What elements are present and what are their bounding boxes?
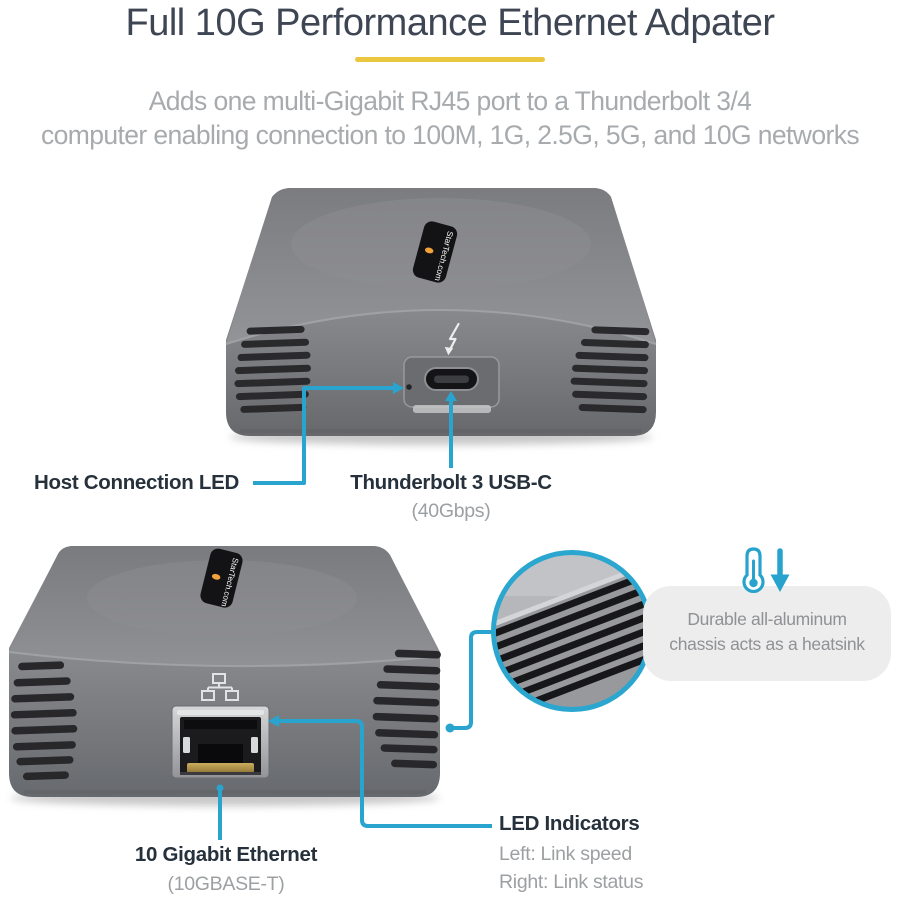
adapter-thunderbolt-view: StarTech.com xyxy=(225,188,657,445)
led-indicators-line xyxy=(277,719,492,828)
led-indicators-line1: Left: Link speed xyxy=(499,843,632,865)
adapter-ethernet-view: StarTech.com xyxy=(8,546,441,806)
right-vents xyxy=(372,649,441,769)
thunderbolt-icon xyxy=(444,322,460,356)
right-vents xyxy=(570,326,650,414)
led-indicators-arrow xyxy=(268,715,279,727)
ethernet-label: 10 Gigabit Ethernet xyxy=(134,843,318,866)
down-arrow-icon xyxy=(770,548,790,592)
thunderbolt-sublabel: (40Gbps) xyxy=(411,500,491,522)
ethernet-sublabel: (10GBASE-T) xyxy=(167,873,285,895)
left-vents xyxy=(234,325,311,413)
heatsink-text-line-1: Durable all-aluminum xyxy=(687,609,847,629)
ethernet-line-dot xyxy=(216,784,224,792)
ethernet-port xyxy=(171,705,270,779)
heatsink-text-line-2: chassis acts as a heatsink xyxy=(669,633,865,654)
ethernet-label-group: 10 Gigabit Ethernet (10GBASE-T) xyxy=(105,843,347,896)
thunderbolt-arrow xyxy=(445,391,457,401)
ethernet-icon xyxy=(201,673,239,701)
led-indicators-group: LED Indicators Left: Link speed Right: L… xyxy=(499,812,643,894)
bottom-edge-shade xyxy=(240,429,642,433)
chassis-seam-highlight xyxy=(8,651,441,668)
left-vents xyxy=(10,661,78,781)
host-connection-led xyxy=(406,384,412,390)
subtitle-line-2: computer enabling connection to 100M, 1G… xyxy=(40,120,860,150)
title-accent-rule xyxy=(355,57,545,62)
heatsink-zoom-circle xyxy=(491,550,653,712)
heatsink-line-dot xyxy=(445,723,455,733)
host-led-arrow xyxy=(393,382,404,394)
thermometer-icon xyxy=(742,547,790,594)
host-led-line xyxy=(253,386,394,485)
page-subtitle: Adds one multi-Gigabit RJ45 port to a Th… xyxy=(0,84,900,152)
subtitle-line-1: Adds one multi-Gigabit RJ45 port to a Th… xyxy=(148,86,752,116)
thunderbolt-label: Thunderbolt 3 USB-C xyxy=(350,471,552,494)
startech-logo: StarTech.com xyxy=(200,548,243,608)
heatsink-zoom-line xyxy=(451,630,491,730)
thunderbolt-label-group: Thunderbolt 3 USB-C (40Gbps) xyxy=(336,471,566,523)
host-led-label: Host Connection LED xyxy=(34,471,239,494)
bottom-edge-shade xyxy=(24,790,426,794)
page-title: Full 10G Performance Ethernet Adpater xyxy=(125,2,775,44)
led-indicators-line2: Right: Link status xyxy=(499,871,644,893)
led-indicators-label: LED Indicators xyxy=(499,812,640,835)
gold-contacts xyxy=(187,763,254,773)
heatsink-tooltip: Durable all-aluminum chassis acts as a h… xyxy=(643,586,891,681)
